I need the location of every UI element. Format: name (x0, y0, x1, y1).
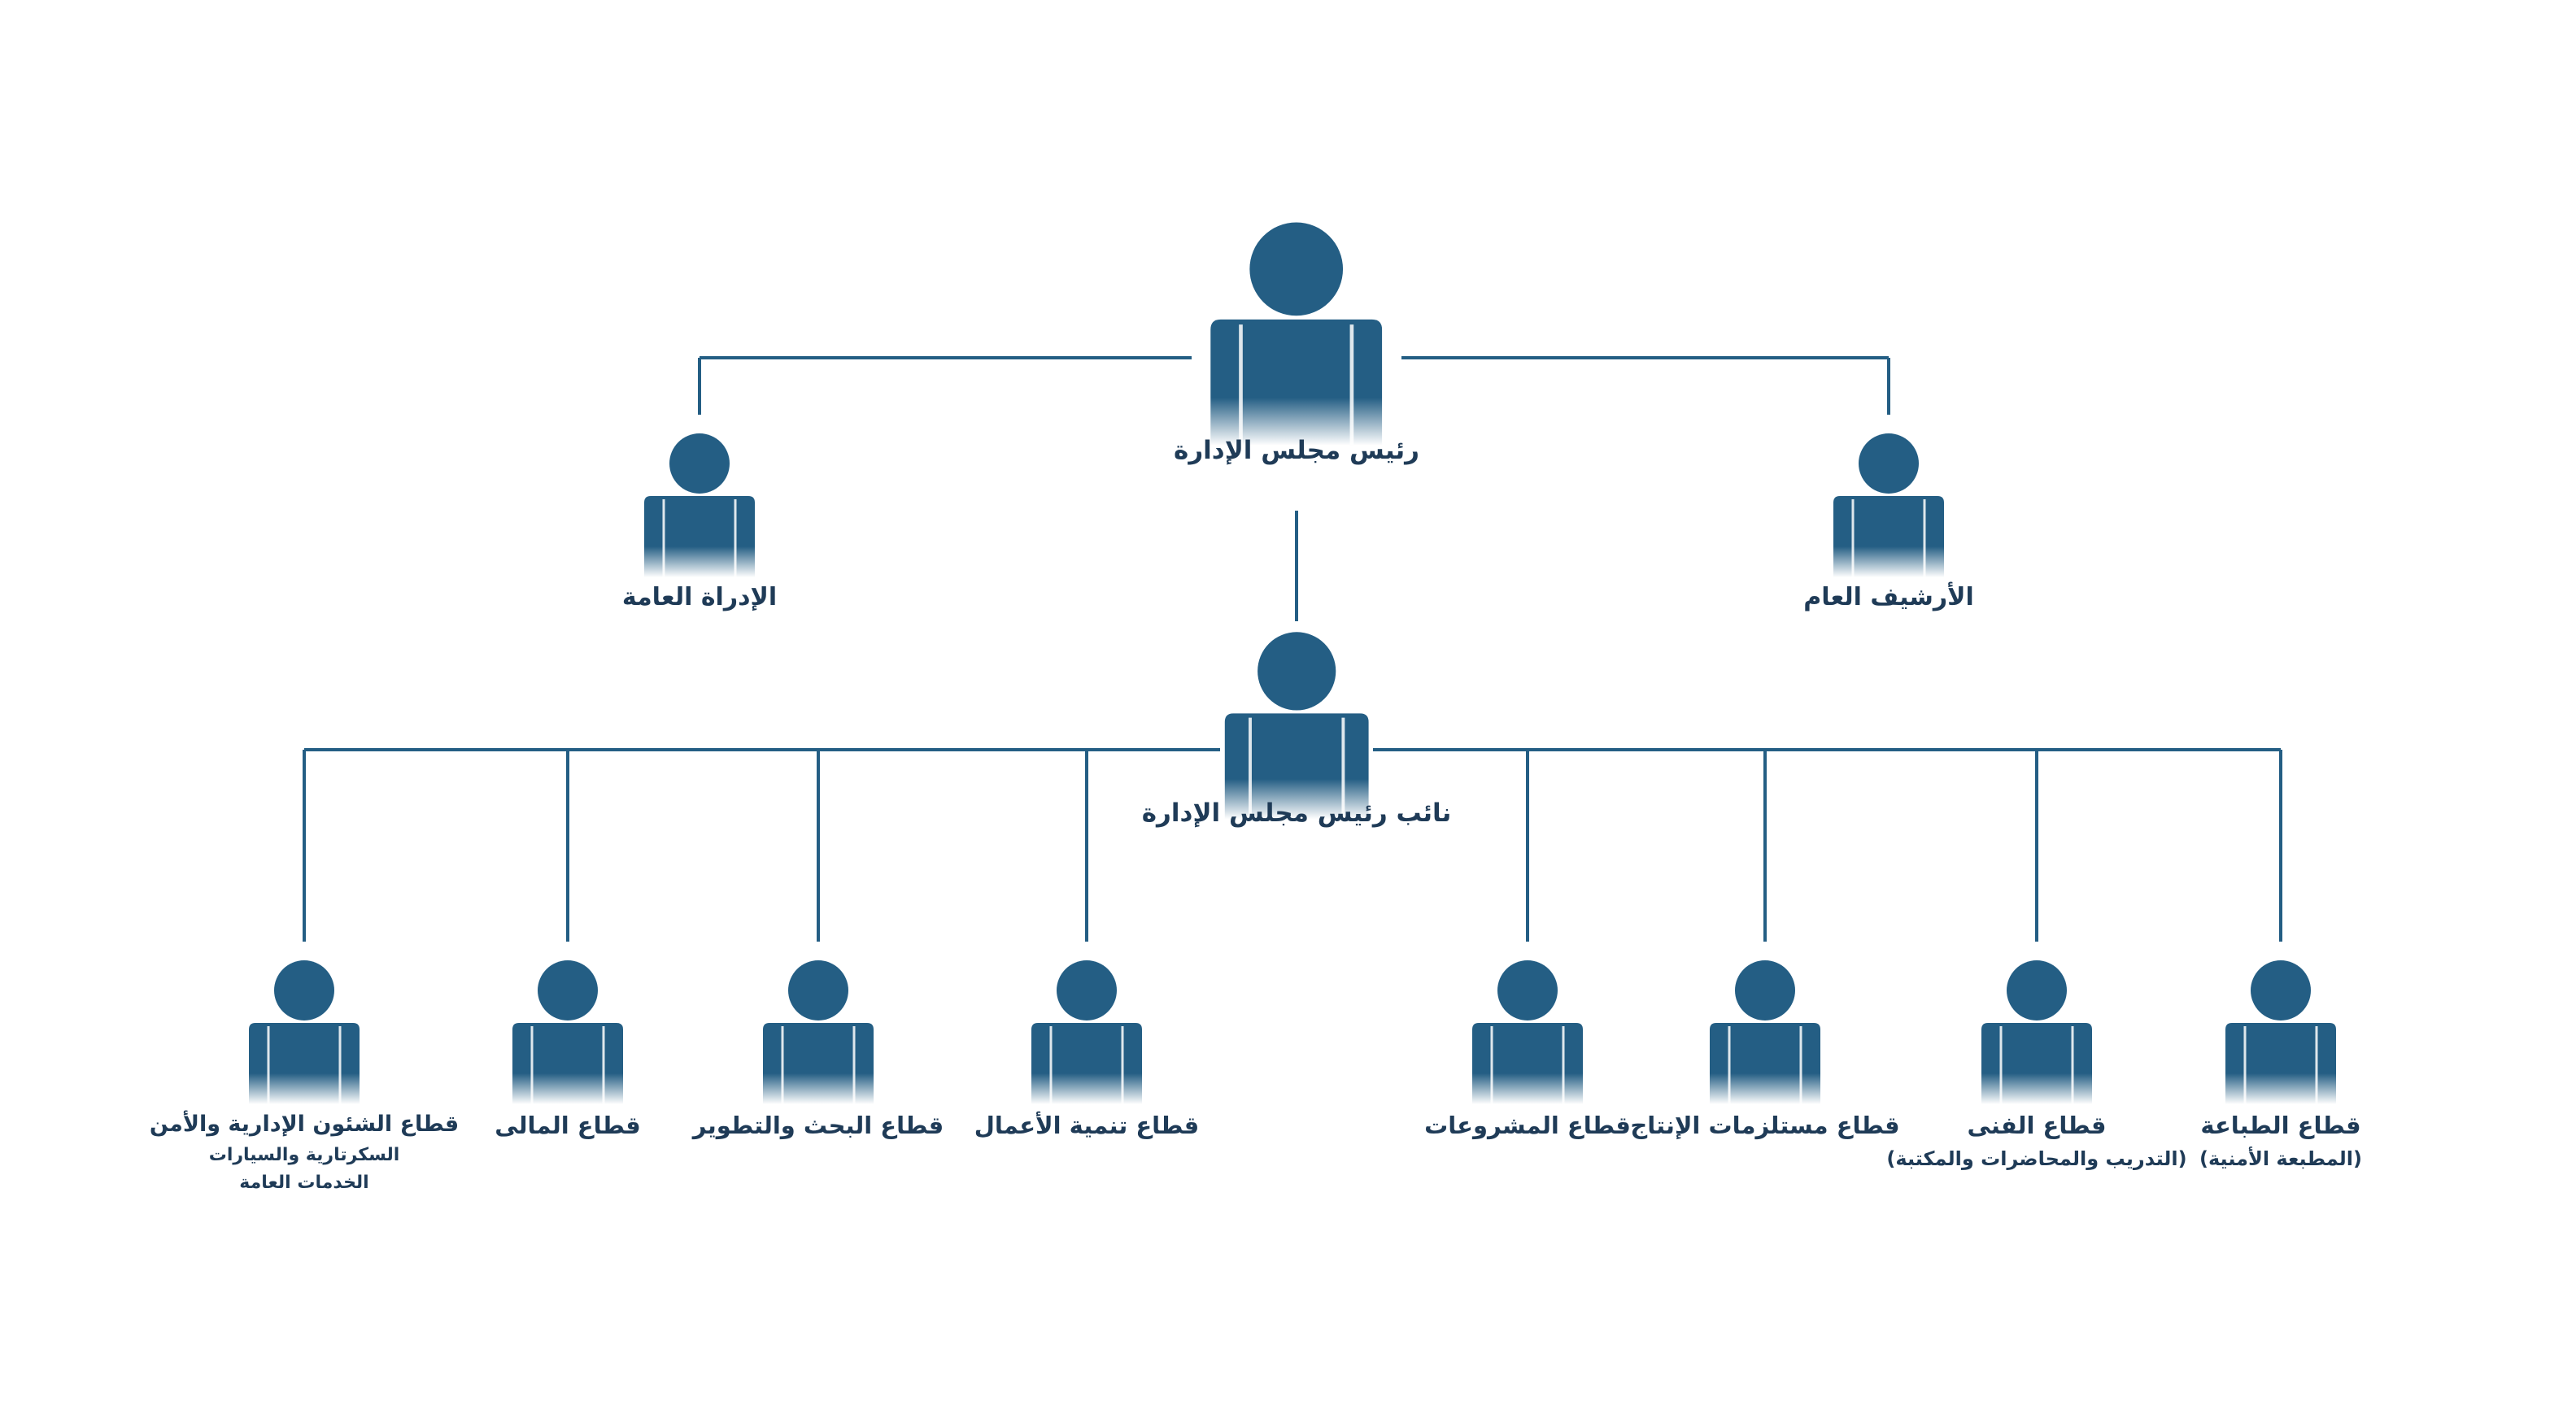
node-general-archive (1828, 433, 1949, 577)
node-label-line: رئيس مجلس الإدارة (1174, 436, 1419, 465)
person-icon (1031, 960, 1142, 1104)
node-sector-production (1705, 960, 1825, 1104)
node-label-sector-projects: قطاع المشروعات (1424, 1108, 1631, 1144)
node-sector-printing (2221, 960, 2341, 1104)
node-sector-research (758, 960, 878, 1104)
person-icon (1224, 632, 1369, 820)
node-general-admin (639, 433, 760, 577)
node-label-line: السكرتارية والسيارات (208, 1144, 400, 1165)
person-icon (1833, 433, 1944, 577)
person-icon (1472, 960, 1583, 1104)
node-label-chairman: رئيس مجلس الإدارة (1174, 431, 1419, 470)
node-chairman (1203, 221, 1389, 446)
node-label-line: قطاع المشروعات (1424, 1112, 1631, 1139)
node-label-line: (المطبعة الأمنية) (2199, 1147, 2363, 1170)
node-label-sector-technical: قطاع الفنى (التدريب والمحاضرات والمكتبة) (1886, 1108, 2186, 1174)
person-icon (1210, 222, 1383, 446)
node-sector-business-dev (1026, 960, 1147, 1104)
person-icon (249, 960, 360, 1104)
node-sector-finance (508, 960, 628, 1104)
node-label-sector-production: قطاع مستلزمات الإنتاج (1630, 1108, 1899, 1144)
node-label-sector-admin-affairs: قطاع الشئون الإدارية والأمن السكرتارية وا… (150, 1108, 459, 1197)
node-label-general-archive: الأرشيف العام (1803, 579, 1974, 617)
node-label-line: قطاع الشئون الإدارية والأمن (149, 1112, 460, 1137)
node-sector-projects (1467, 960, 1588, 1104)
node-label-sector-business-dev: قطاع تنمية الأعمال (974, 1108, 1200, 1144)
node-label-line: قطاع البحث والتطوير (692, 1112, 944, 1139)
person-icon (512, 960, 623, 1104)
node-sector-admin-affairs (244, 960, 364, 1104)
person-icon (1710, 960, 1820, 1104)
node-sector-technical (1977, 960, 2097, 1104)
node-label-line: قطاع الفنى (1967, 1112, 2107, 1139)
person-icon (763, 960, 874, 1104)
node-label-line: نائب رئيس مجلس الإدارة (1141, 799, 1452, 828)
node-label-vice-chairman: نائب رئيس مجلس الإدارة (1142, 794, 1451, 833)
node-label-line: قطاع الطباعة (2200, 1112, 2361, 1139)
node-label-line: قطاع المالى (495, 1112, 641, 1139)
node-label-sector-printing: قطاع الطباعة (المطبعة الأمنية) (2199, 1108, 2362, 1174)
node-label-line: الأرشيف العام (1803, 583, 1974, 611)
person-icon (644, 433, 755, 577)
node-label-line: الإدراة العامة (621, 583, 778, 611)
node-label-line: قطاع تنمية الأعمال (974, 1112, 1200, 1139)
node-label-general-admin: الإدراة العامة (622, 579, 777, 617)
node-label-line: (التدريب والمحاضرات والمكتبة) (1886, 1147, 2187, 1170)
node-label-sector-research: قطاع البحث والتطوير (693, 1108, 944, 1144)
person-icon (1981, 960, 2092, 1104)
node-label-sector-finance: قطاع المالى (495, 1108, 640, 1144)
node-vice-chairman (1218, 631, 1375, 820)
node-label-line: الخدمات العامة (239, 1172, 369, 1193)
person-icon (2225, 960, 2336, 1104)
node-label-line: قطاع مستلزمات الإنتاج (1630, 1112, 1900, 1139)
